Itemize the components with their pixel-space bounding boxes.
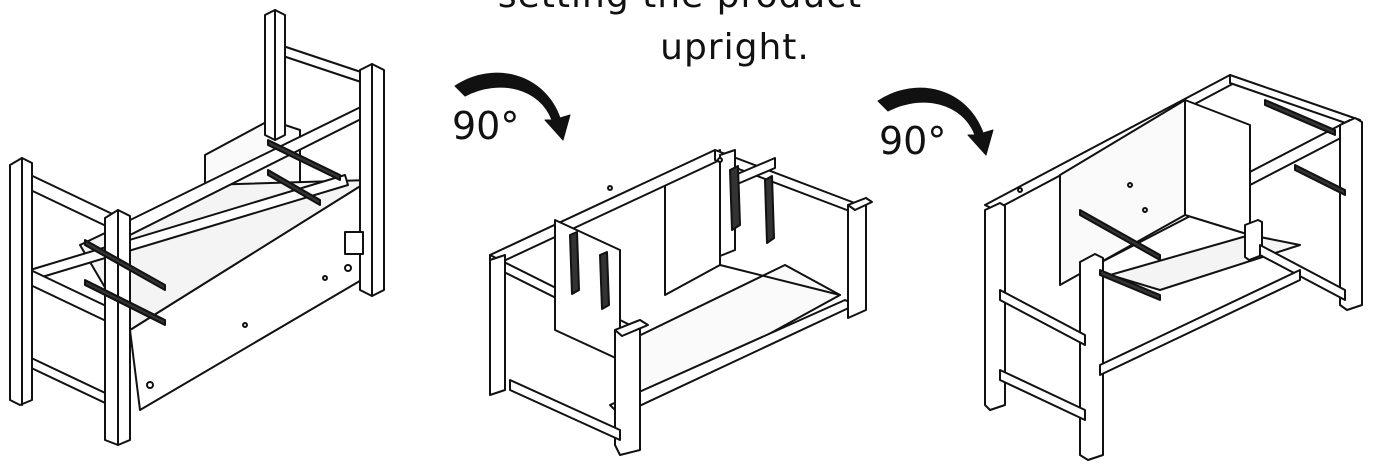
cabinet-divider: [1184, 99, 1251, 236]
left-side-panel: [554, 219, 621, 361]
access-panel: [344, 231, 364, 255]
caption-line-2: upright.: [660, 27, 810, 68]
leg-front-left: [489, 254, 506, 396]
instruction-caption: setting the product upright.: [470, 0, 890, 74]
desk-top-rail-back: [1229, 74, 1361, 129]
lower-crossbar: [509, 379, 621, 441]
rotate-clockwise-arrow-icon-2: [877, 87, 994, 156]
desk-on-back-figure: [489, 149, 873, 456]
desk-upside-down-figure: [9, 9, 385, 446]
drawer-slides: [84, 139, 341, 326]
left-side-rail-lower: [999, 369, 1086, 421]
long-stretcher: [1099, 269, 1301, 376]
rotation-angle-label-2: 90°: [879, 119, 947, 163]
drawer-slides: [569, 165, 775, 310]
rotate-clockwise-arrow-icon-1: [454, 72, 571, 141]
desk-upright-figure: [984, 74, 1363, 461]
right-side-rail: [1259, 244, 1346, 301]
caption-line-1: setting the product: [470, 0, 890, 22]
leg-front-left: [984, 202, 1006, 411]
leg-front-right: [1079, 253, 1104, 461]
back-panel: [1059, 99, 1186, 286]
leg-back-right: [1339, 117, 1363, 311]
rotation-angle-label-1: 90°: [452, 104, 520, 148]
upper-rail-back: [279, 44, 371, 86]
leg-back-right: [847, 197, 867, 319]
left-side-rail-upper: [999, 289, 1086, 346]
drawer-slides: [1079, 99, 1346, 301]
